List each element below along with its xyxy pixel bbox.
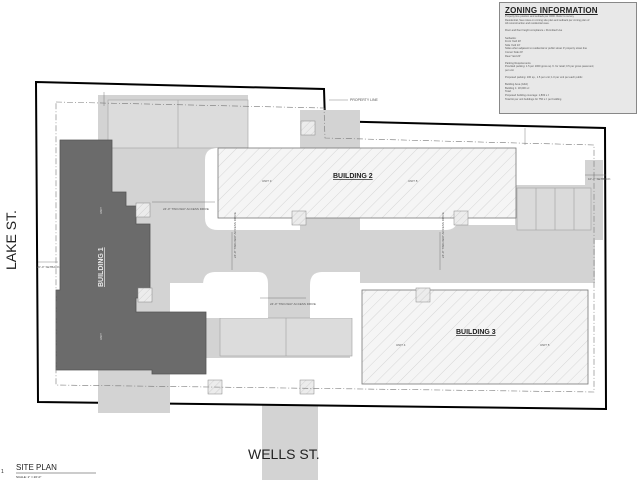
- drive-label-left: 24'-0" TWO-WAY ACCESS DRIVE: [233, 212, 237, 258]
- parking-stalls: [107, 99, 592, 357]
- setback-label-right: 10'-0" SETBACK: [588, 177, 610, 181]
- building-1-unit-label: UNIT: [99, 207, 103, 214]
- zoning-note-line: Property line position and setback per O…: [505, 15, 574, 18]
- building-2-label: BUILDING 2: [333, 173, 373, 180]
- zoning-note-line: Floor and floor height compliance • Perm…: [505, 29, 563, 33]
- zoning-note-line: per unit: [505, 68, 514, 72]
- zoning-note-line: Parking Requirements: [505, 61, 531, 65]
- site-plan-title: SITE PLAN: [16, 463, 57, 472]
- building-1-unit-label: UNIT: [99, 333, 103, 340]
- lake-st-label: LAKE ST.: [3, 210, 19, 270]
- zoning-note-line: Side Yard 10': [505, 43, 521, 47]
- building-2-footprint: [217, 147, 517, 219]
- drive-label-right: 24'-0" TWO-WAY ACCESS DRIVE: [441, 212, 445, 258]
- drive-label-top: 24'-0" TWO-WAY ACCESS DRIVE: [163, 207, 209, 211]
- wells-st-label: WELLS ST.: [248, 446, 320, 462]
- zoning-note-line: Rear Yard 20': [505, 54, 521, 58]
- zoning-note-line: Total:: [505, 90, 512, 94]
- drive-label-mid: 24'-0" TWO-WAY ACCESS DRIVE: [270, 302, 316, 306]
- site-plan-number: 1: [1, 469, 4, 475]
- zoning-notes: Property line position and setback per O…: [505, 15, 631, 101]
- zoning-note-line: Setbacks:: [505, 36, 517, 40]
- wells-st-road: [262, 402, 318, 480]
- building-1-label: BUILDING 1: [98, 247, 105, 287]
- building-3-unit-label: UNIT 5: [540, 343, 550, 347]
- building-2-unit-label: UNIT 8: [408, 179, 418, 183]
- building-3-unit-label: UNIT 4: [396, 343, 406, 347]
- building-2-unit-label: UNIT 3: [262, 179, 272, 183]
- building-3-label: BUILDING 3: [456, 329, 496, 336]
- setback-label-left: 20'-0" SETBACK: [37, 265, 59, 269]
- setback-lines: [55, 101, 595, 393]
- zoning-note-line: Total lot per unit buildings for 750 s.f…: [505, 97, 562, 101]
- zoning-information-box: ZONING INFORMATION Property line positio…: [499, 2, 637, 114]
- zoning-note-line: Provided parking: 1.5 per 1000 gross sq.…: [505, 65, 595, 69]
- site-plan-scale: SCALE: 1" = 20'-0": [16, 475, 41, 479]
- property-line-label: PROPERTY LINE: [350, 98, 379, 102]
- zoning-note-line: Proposed parking: 100 sp., 1.5 per unit;…: [505, 76, 583, 80]
- building-3-footprint: [361, 289, 589, 385]
- zoning-note-line: Sides when adjacent to residential or pu…: [505, 47, 587, 51]
- zoning-note-line: Building Area (GFA): [505, 83, 528, 87]
- zoning-note-line: Corner Side 20': [505, 50, 523, 54]
- zoning-note-line: All reconstruction and residential uses.: [505, 22, 550, 26]
- zoning-title: ZONING INFORMATION: [505, 6, 598, 15]
- zoning-note-line: Residential, See notes on zoning site pl…: [505, 18, 590, 22]
- dimension-lines: [38, 92, 606, 299]
- zoning-note-line: Front Yard 20': [505, 40, 522, 44]
- zoning-note-line: Proposed building coverage: 1,803 s.f.: [505, 94, 550, 98]
- tree-markers: [135, 120, 469, 395]
- zoning-note-line: Building 1: 18,000 s.f.: [505, 86, 530, 90]
